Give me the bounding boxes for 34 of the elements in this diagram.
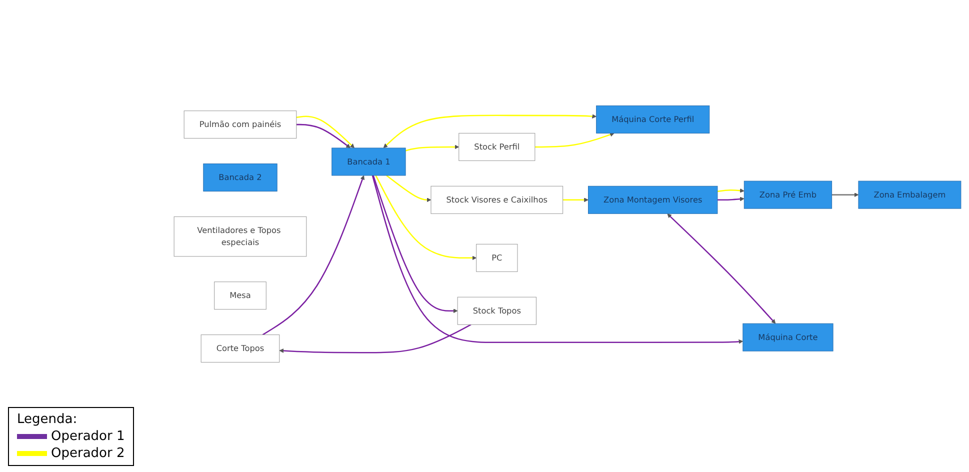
arrow [717,188,744,193]
node-box: Máquina Corte Perfil [596,105,710,134]
legend-label: Operador 2 [51,446,125,461]
arrow [279,324,472,354]
node-box: PC [476,244,518,272]
node-box: Pulmão com painéis [184,110,297,139]
arrow [372,175,744,344]
arrow [296,124,351,148]
node-box: Máquina Corte [742,323,834,352]
arrow [386,174,432,202]
node-box: Ventiladores e Topos especiais [174,216,307,257]
legend-label: Operador 1 [51,429,125,444]
arrow [832,192,859,198]
node-box: Stock Perfil [458,132,536,161]
legend-title: Legenda: [17,412,78,427]
node-box: Mesa [214,282,266,310]
arrow [534,132,614,148]
node-box: Zona Embalagem [858,180,962,209]
arrow [405,144,460,152]
node-box: Bancada 2 [203,164,278,192]
arrow [262,175,365,336]
arrow [383,114,597,148]
node-box: Zona Pré Emb [744,180,832,209]
node-box: Corte Topos [200,334,280,363]
arrow [717,196,744,202]
node-box: Stock Visores e Caixilhos [430,186,564,214]
arrow [372,175,458,314]
arrow [375,175,477,260]
arrow [667,214,776,324]
node-box: Zona Montagem Visores [588,186,718,214]
node-box: Bancada 1 [332,148,406,176]
arrow [296,116,354,148]
node-box: Stock Topos [457,296,536,325]
arrow [562,198,588,202]
